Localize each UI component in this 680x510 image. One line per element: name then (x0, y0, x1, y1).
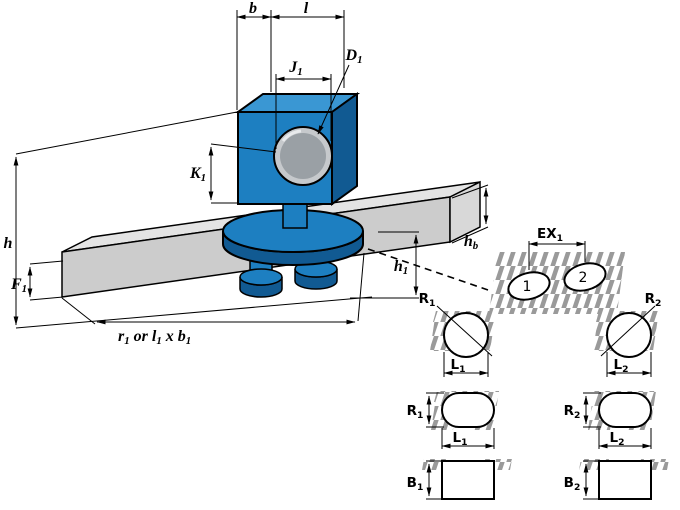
label-hole-1: 1 (523, 279, 532, 295)
label-r1-or-l1xb1: r1 or l1 x b1 (118, 328, 191, 347)
label-b1-rect: B1 (407, 475, 424, 493)
round-groove-right (606, 312, 652, 358)
dim-j1 (275, 74, 332, 149)
oval-groove-left (441, 392, 495, 428)
clamp-cube-right-face (331, 92, 358, 206)
bore-highlight (281, 129, 302, 142)
label-l2-oval: L2 (610, 430, 625, 448)
dim-d1-leader (317, 64, 350, 135)
dim-k1 (208, 143, 277, 204)
hole-2-ellipse (563, 262, 607, 292)
label-b2-rect: B2 (564, 475, 581, 493)
clamp-assembly (222, 92, 364, 298)
bore-circle-inner (280, 133, 326, 179)
label-l2-round: L2 (614, 357, 629, 375)
section-leader-dashed (367, 248, 489, 291)
label-l1-round: L1 (451, 357, 466, 375)
label-r1-oval: R1 (407, 403, 424, 421)
dim-r1-or-l1xb1 (61, 252, 365, 325)
section-round-right (593, 305, 659, 377)
label-h: h (4, 235, 13, 252)
label-j1: J1 (288, 59, 302, 78)
rail-end-face (449, 180, 481, 244)
dim-hb (451, 184, 489, 244)
clamp-flange-left-top (239, 268, 283, 286)
dim-h (13, 111, 373, 329)
round-groove-left (443, 312, 489, 358)
hole-1-ellipse (507, 271, 551, 301)
section-oval-right (583, 391, 656, 449)
rect-groove-left (441, 460, 495, 500)
label-r2-round: R2 (645, 291, 662, 309)
label-f1: F1 (10, 276, 27, 295)
dim-f1 (27, 260, 64, 301)
clamp-neck (282, 201, 308, 229)
section-oval-left (426, 391, 499, 449)
oval-groove-right (598, 392, 652, 428)
label-k1: K1 (189, 165, 206, 184)
section-rect-left (422, 459, 512, 500)
rect-groove-right (598, 460, 652, 500)
section-rect-right (579, 459, 669, 500)
label-h1: h1 (394, 258, 408, 277)
label-ex1: EX1 (537, 226, 563, 244)
label-d1: D1 (345, 47, 363, 66)
label-b: b (249, 0, 257, 17)
section-round-left (430, 305, 496, 377)
label-r2-oval: R2 (564, 403, 581, 421)
label-l: l (304, 0, 309, 17)
label-r1-round: R1 (419, 291, 436, 309)
label-hb: hb (464, 233, 479, 252)
label-hole-2: 2 (579, 270, 588, 286)
label-l1-oval: L1 (453, 430, 468, 448)
section-ex1 (489, 241, 625, 314)
